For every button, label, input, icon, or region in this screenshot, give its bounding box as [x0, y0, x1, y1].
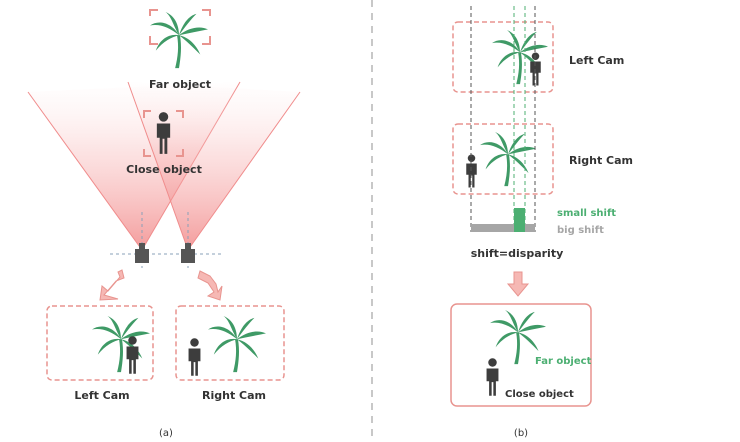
small-shift-bar	[514, 208, 525, 232]
close-object-frame	[143, 110, 184, 157]
down-arrow-icon	[506, 271, 530, 297]
close-object-label: Close object	[505, 389, 574, 400]
caption-b: (b)	[514, 428, 528, 439]
small-shift-label: small shift	[557, 208, 616, 219]
arrow-to-left-cam-icon	[99, 269, 125, 301]
far-object-frame	[149, 9, 211, 45]
left-cam-view-frame	[46, 305, 154, 381]
panel-a: Far object Close object Left Cam Right C…	[27, 9, 301, 439]
caption-a: (a)	[159, 428, 173, 439]
far-object-label: Far object	[535, 356, 592, 367]
left-cam-label: Left Cam	[74, 389, 129, 402]
left-cam-view-frame	[452, 21, 554, 93]
arrow-to-right-cam-icon	[197, 270, 223, 301]
shift-equals-disparity-label: shift=disparity	[471, 247, 564, 260]
depth-result-frame	[450, 303, 592, 407]
right-cam-label: Right Cam	[202, 389, 266, 402]
panel-b: Left Cam Right Cam small shift big shift…	[450, 6, 633, 439]
shift-guide-lines	[470, 6, 536, 232]
left-camera-icon	[135, 243, 149, 263]
camera-guides	[110, 212, 222, 268]
right-cam-view-frame	[175, 305, 285, 381]
big-shift-bar	[471, 224, 535, 232]
left-cam-label: Left Cam	[569, 54, 624, 67]
big-shift-label: big shift	[557, 225, 604, 236]
palm-tree-icon	[480, 132, 536, 187]
right-cam-label: Right Cam	[569, 154, 633, 167]
palm-tree-icon	[492, 30, 548, 85]
far-object-label: Far object	[149, 78, 211, 91]
right-cam-frustum	[127, 81, 301, 251]
close-object-label: Close object	[126, 163, 202, 176]
palm-tree-icon	[150, 12, 208, 69]
right-cam-view-frame	[452, 123, 554, 195]
right-camera-icon	[181, 243, 195, 263]
